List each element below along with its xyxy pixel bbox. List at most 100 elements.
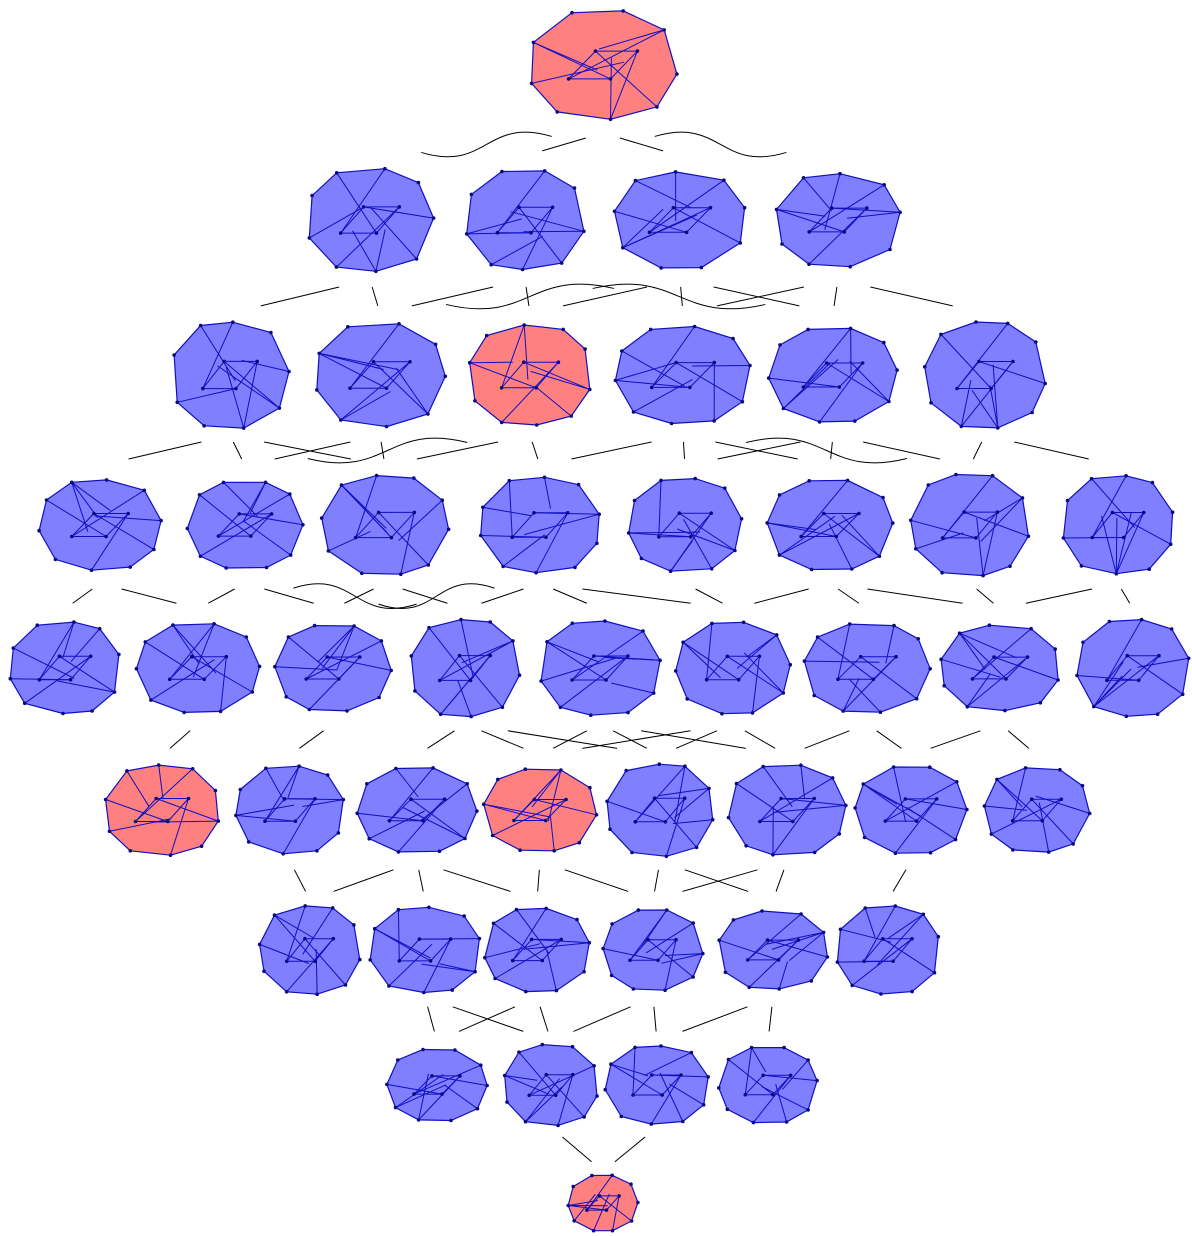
zonotope-vertex (1034, 340, 1038, 344)
zonotope-vertex (1081, 641, 1085, 645)
cover-edge (565, 870, 628, 892)
zonotope-vertex (54, 558, 58, 562)
zonotope-vertex (301, 523, 305, 527)
zonotope-vertex (1066, 499, 1070, 503)
zonotope-vertex (331, 906, 335, 910)
zonotope-vertex (166, 820, 170, 824)
zonotope-vertex (527, 1094, 531, 1098)
zonotope-vertex (483, 956, 487, 960)
zonotope-vertex (609, 1062, 613, 1066)
zonotope-vertex (557, 360, 561, 364)
zonotope-vertex (595, 813, 599, 817)
zonotope-vertex (45, 498, 49, 502)
cover-edge (294, 870, 305, 892)
zonotope-vertex (269, 331, 273, 335)
zonotope-face (484, 769, 597, 851)
zonotope-vertex (320, 516, 324, 520)
zonotope-vertex (914, 547, 918, 551)
cover-edge (1026, 589, 1092, 603)
zonotope-vertex (702, 1103, 706, 1107)
cover-edge (571, 442, 651, 459)
zonotope-edge (851, 328, 852, 373)
zonotope-edge (692, 366, 750, 367)
zonotope-vertex (733, 549, 737, 553)
zonotope-vertex (594, 49, 598, 53)
zonotope-vertex (70, 535, 74, 539)
zonotope-vertex (313, 960, 317, 964)
zonotope-vertex (748, 364, 752, 368)
cover-edge (745, 731, 775, 749)
zonotope-vertex (879, 710, 883, 714)
zonotope-node-3-5 (765, 479, 894, 572)
zonotope-vertex (385, 425, 389, 429)
zonotope-vertex (785, 1120, 789, 1124)
zonotope-vertex (830, 206, 834, 210)
zonotope-face (485, 908, 590, 991)
zonotope-vertex (632, 987, 636, 991)
zonotope-vertex (524, 1120, 528, 1124)
zonotope-vertex (522, 360, 526, 364)
zonotope-vertex (865, 206, 869, 210)
zonotope-vertex (743, 206, 747, 210)
zonotope-face (676, 622, 791, 713)
zonotope-vertex (1157, 654, 1161, 658)
zonotope-vertex (751, 711, 755, 715)
zonotope-vertex (439, 713, 443, 717)
zonotope-vertex (489, 263, 493, 267)
zonotope-vertex (695, 846, 699, 850)
zonotope-vertex (1080, 564, 1084, 568)
zonotope-vertex (1043, 382, 1047, 386)
zonotope-vertex (650, 1122, 654, 1126)
zonotope-vertex (958, 631, 962, 635)
zonotope-vertex (807, 230, 811, 234)
zonotope-vertex (245, 635, 249, 639)
zonotope-vertex (632, 410, 636, 414)
zonotope-vertex (144, 640, 148, 644)
zonotope-vertex (927, 483, 931, 487)
zonotope-vertex (662, 28, 666, 32)
zonotope-vertex (894, 851, 898, 855)
zonotope-vertex (655, 105, 659, 109)
zonotope-vertex (566, 1204, 570, 1208)
zonotope-vertex (777, 987, 781, 991)
zonotope-vertex (443, 797, 447, 801)
zonotope-vertex (780, 242, 784, 246)
cover-edge (129, 442, 202, 459)
zonotope-face (605, 1046, 708, 1124)
cover-edge (931, 731, 981, 749)
zonotope-face (532, 11, 677, 119)
zonotope-node-5-1 (234, 764, 345, 855)
zonotope-vertex (954, 838, 958, 842)
zonotope-vertex (488, 620, 492, 624)
cover-edge (877, 731, 902, 749)
zonotope-vertex (1030, 797, 1034, 801)
cover-edge (834, 287, 837, 306)
zonotope-vertex (427, 563, 431, 567)
zonotope-vertex (1142, 511, 1146, 515)
zonotope-vertex (104, 535, 108, 539)
zonotope-vertex (641, 629, 645, 633)
cover-edge (838, 589, 859, 603)
zonotope-vertex (152, 548, 156, 552)
zonotope-vertex (1039, 701, 1043, 705)
zonotope-vertex (473, 970, 477, 974)
zonotope-vertex (394, 1106, 398, 1110)
zonotope-node-8-0 (566, 1174, 639, 1233)
cover-edge (428, 731, 455, 749)
zonotope-vertex (626, 711, 630, 715)
zonotope-vertex (434, 343, 438, 347)
zonotope-vertex (360, 572, 364, 576)
cover-edge (73, 589, 93, 603)
zonotope-vertex (308, 236, 312, 240)
zonotope-vertex (1122, 536, 1126, 540)
zonotope-vertex (358, 655, 362, 659)
zonotope-vertex (815, 1079, 819, 1083)
zonotope-vertex (928, 667, 932, 671)
zonotope-vertex (512, 819, 516, 823)
zonotope-vertex (779, 797, 783, 801)
zonotope-node-2-5 (923, 320, 1047, 430)
zonotope-vertex (705, 678, 709, 682)
zonotope-edge (470, 362, 513, 363)
cover-edge (613, 731, 647, 749)
